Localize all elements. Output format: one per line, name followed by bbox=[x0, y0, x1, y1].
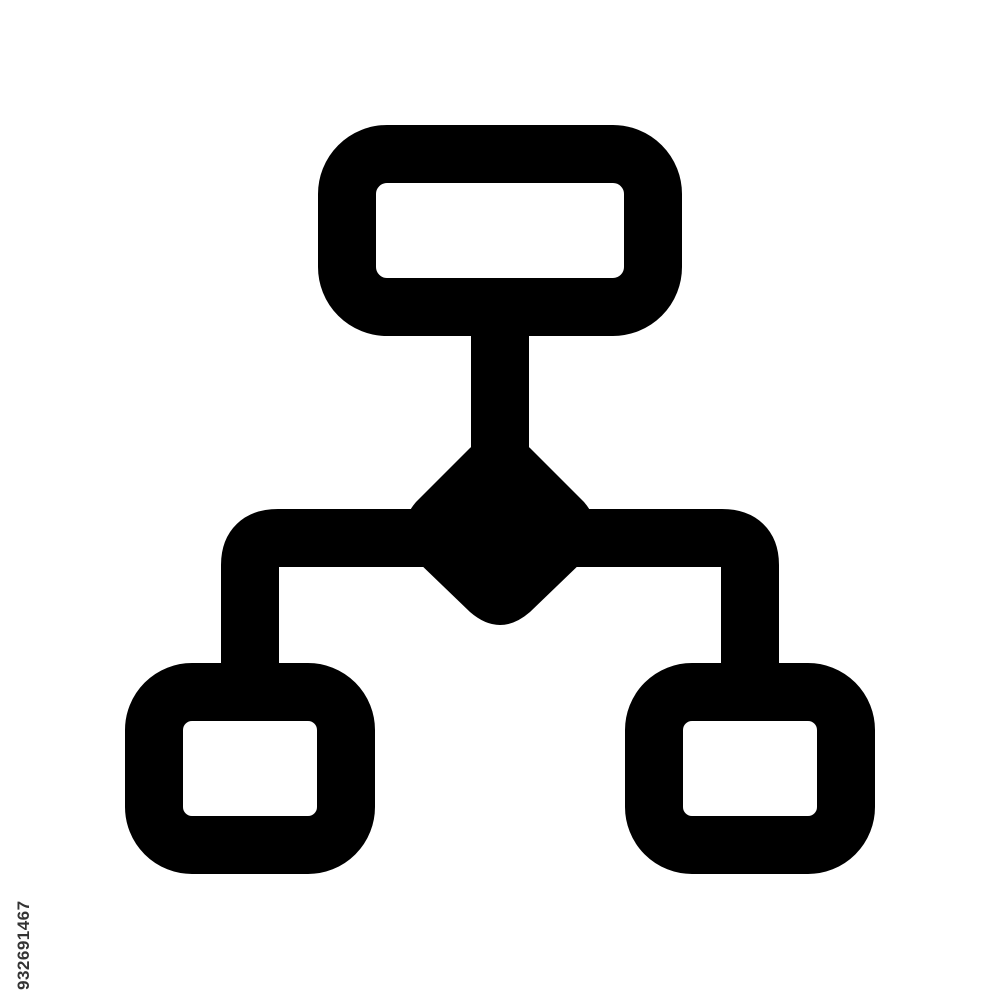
stock-id-label: 932691467 bbox=[14, 900, 33, 990]
left-node-box bbox=[125, 663, 375, 874]
decision-diamond bbox=[404, 434, 596, 625]
right-node-box bbox=[625, 663, 875, 874]
top-node-box bbox=[318, 125, 682, 336]
